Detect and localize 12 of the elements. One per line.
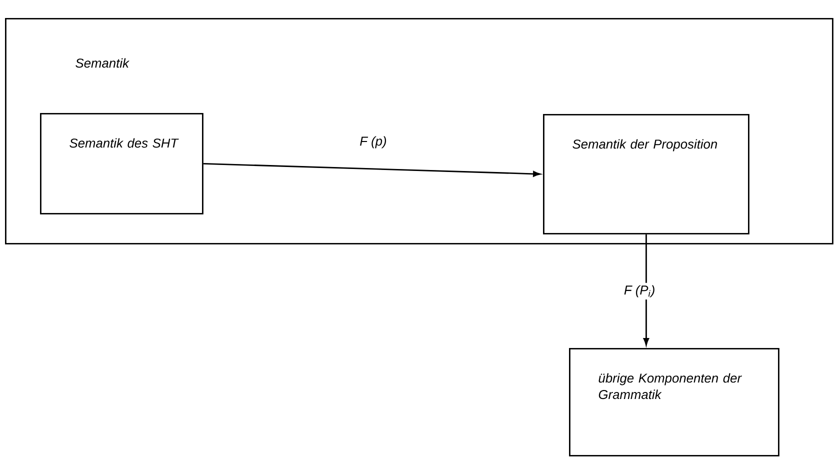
box-text: Semantik des SHT bbox=[70, 138, 179, 148]
group-box bbox=[5, 18, 834, 244]
edge-label: F (P$_{i}$) bbox=[624, 285, 654, 298]
process-box bbox=[40, 113, 204, 214]
arrow bbox=[203, 163, 540, 177]
edge-label: F (p) bbox=[360, 136, 386, 148]
box-text: übrige Komponenten der Grammatik bbox=[598, 373, 742, 400]
box-text: Semantik bbox=[76, 58, 130, 68]
arrow bbox=[643, 234, 650, 346]
process-box bbox=[569, 348, 780, 456]
process-box bbox=[543, 114, 750, 234]
box-text: Semantik der Proposition bbox=[572, 139, 718, 152]
